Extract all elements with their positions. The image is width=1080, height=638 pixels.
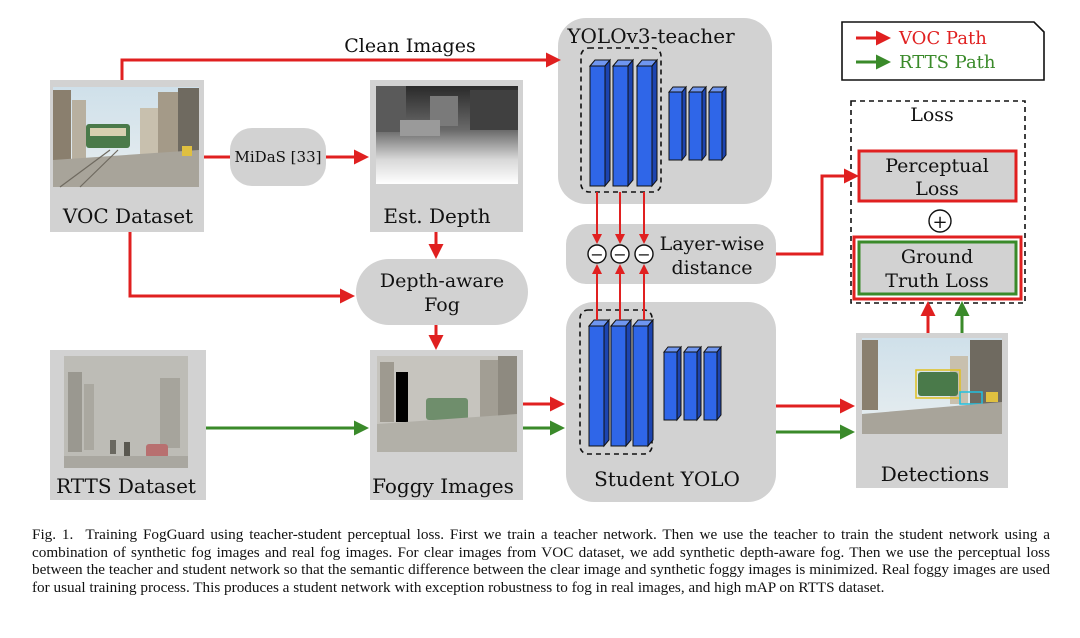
teacher-layer-5 (687, 85, 708, 162)
arrow-distance-to-perceptual (776, 168, 859, 256)
est-depth-label: Est. Depth (383, 204, 490, 228)
student-layer-5 (682, 345, 703, 422)
student-layer-2 (609, 318, 633, 448)
depth-map-image (376, 86, 518, 184)
perceptual-loss-line2: Loss (915, 178, 959, 200)
subtract-nodes: − − − (587, 244, 654, 264)
student-layer-3 (631, 318, 655, 448)
layerwise-label-line1: Layer-wise (660, 233, 765, 255)
foggard-training-diagram: VOC Dataset Est. Depth RTTS Dataset (50, 18, 1045, 502)
student-frozen-layers-box (579, 309, 653, 455)
minus-node-3 (634, 244, 654, 264)
plus-sign: + (932, 212, 947, 233)
detections-panel: Detections (856, 333, 1008, 488)
student-title: Student YOLO (594, 467, 740, 491)
loss-title: Loss (910, 104, 954, 126)
teacher-layer-4 (667, 85, 688, 162)
rtts-dataset-panel: RTTS Dataset (50, 350, 206, 500)
figure-number: Fig. 1. (32, 526, 74, 543)
voc-dataset-label: VOC Dataset (62, 204, 193, 228)
teacher-layer-1 (588, 58, 612, 188)
student-layer-4 (662, 345, 683, 422)
voc-path-arrows (120, 52, 936, 414)
teacher-layer-2 (611, 58, 635, 188)
plus-node (928, 209, 952, 233)
minus-sign-2: − (613, 245, 626, 264)
detections-label: Detections (881, 462, 990, 486)
teacher-title: YOLOv3-teacher (566, 24, 735, 48)
foggy-image (377, 356, 517, 452)
teacher-layers (588, 58, 728, 188)
gt-loss-line1: Ground (901, 246, 973, 268)
arrow-clean-images (120, 52, 561, 80)
foggy-images-panel: Foggy Images (370, 350, 523, 500)
rtts-dataset-image (64, 356, 188, 468)
voc-dataset-image (53, 87, 199, 188)
figure-caption: Fig. 1.Training FogGuard using teacher-s… (32, 526, 1050, 596)
caption-text: Training FogGuard using teacher-student … (32, 526, 1050, 596)
depth-aware-fog-block (356, 259, 528, 325)
depth-fog-label-line1: Depth-aware (380, 270, 504, 292)
legend-voc-label: VOC Path (898, 28, 987, 49)
clean-images-label: Clean Images (344, 35, 475, 57)
legend-frame (841, 21, 1045, 81)
teacher-layer-3 (635, 58, 659, 188)
perceptual-loss-box (857, 149, 1018, 203)
layerwise-label-line2: distance (671, 257, 752, 279)
depth-fog-label-line2: Fog (424, 294, 460, 316)
ground-truth-loss-box (857, 240, 1018, 296)
rtts-path-arrows (206, 301, 970, 440)
midas-label: MiDaS [33] (235, 148, 322, 166)
legend-rtts-label: RTTS Path (899, 52, 996, 73)
legend: VOC Path RTTS Path (841, 21, 1045, 81)
foggy-images-label: Foggy Images (372, 474, 514, 498)
minus-sign-1: − (590, 245, 603, 264)
teacher-frozen-layers-box (580, 47, 662, 193)
rtts-dataset-label: RTTS Dataset (56, 474, 196, 498)
perceptual-loss-line1: Perceptual (885, 155, 989, 177)
loss-panel (850, 100, 1026, 304)
midas-block (230, 128, 326, 186)
arrow-voc-to-fog (128, 232, 355, 304)
student-layer-6 (702, 345, 723, 422)
detections-image (862, 338, 1002, 434)
minus-node-1 (587, 244, 607, 264)
student-layer-1 (587, 318, 611, 448)
minus-sign-3: − (637, 245, 650, 264)
minus-node-2 (610, 244, 630, 264)
teacher-layer-6 (707, 85, 728, 162)
est-depth-panel: Est. Depth (370, 80, 523, 232)
gt-loss-box-outer (852, 235, 1023, 301)
student-layers (587, 318, 723, 448)
gt-loss-line2: Truth Loss (885, 270, 988, 292)
voc-dataset-panel: VOC Dataset (50, 80, 204, 232)
